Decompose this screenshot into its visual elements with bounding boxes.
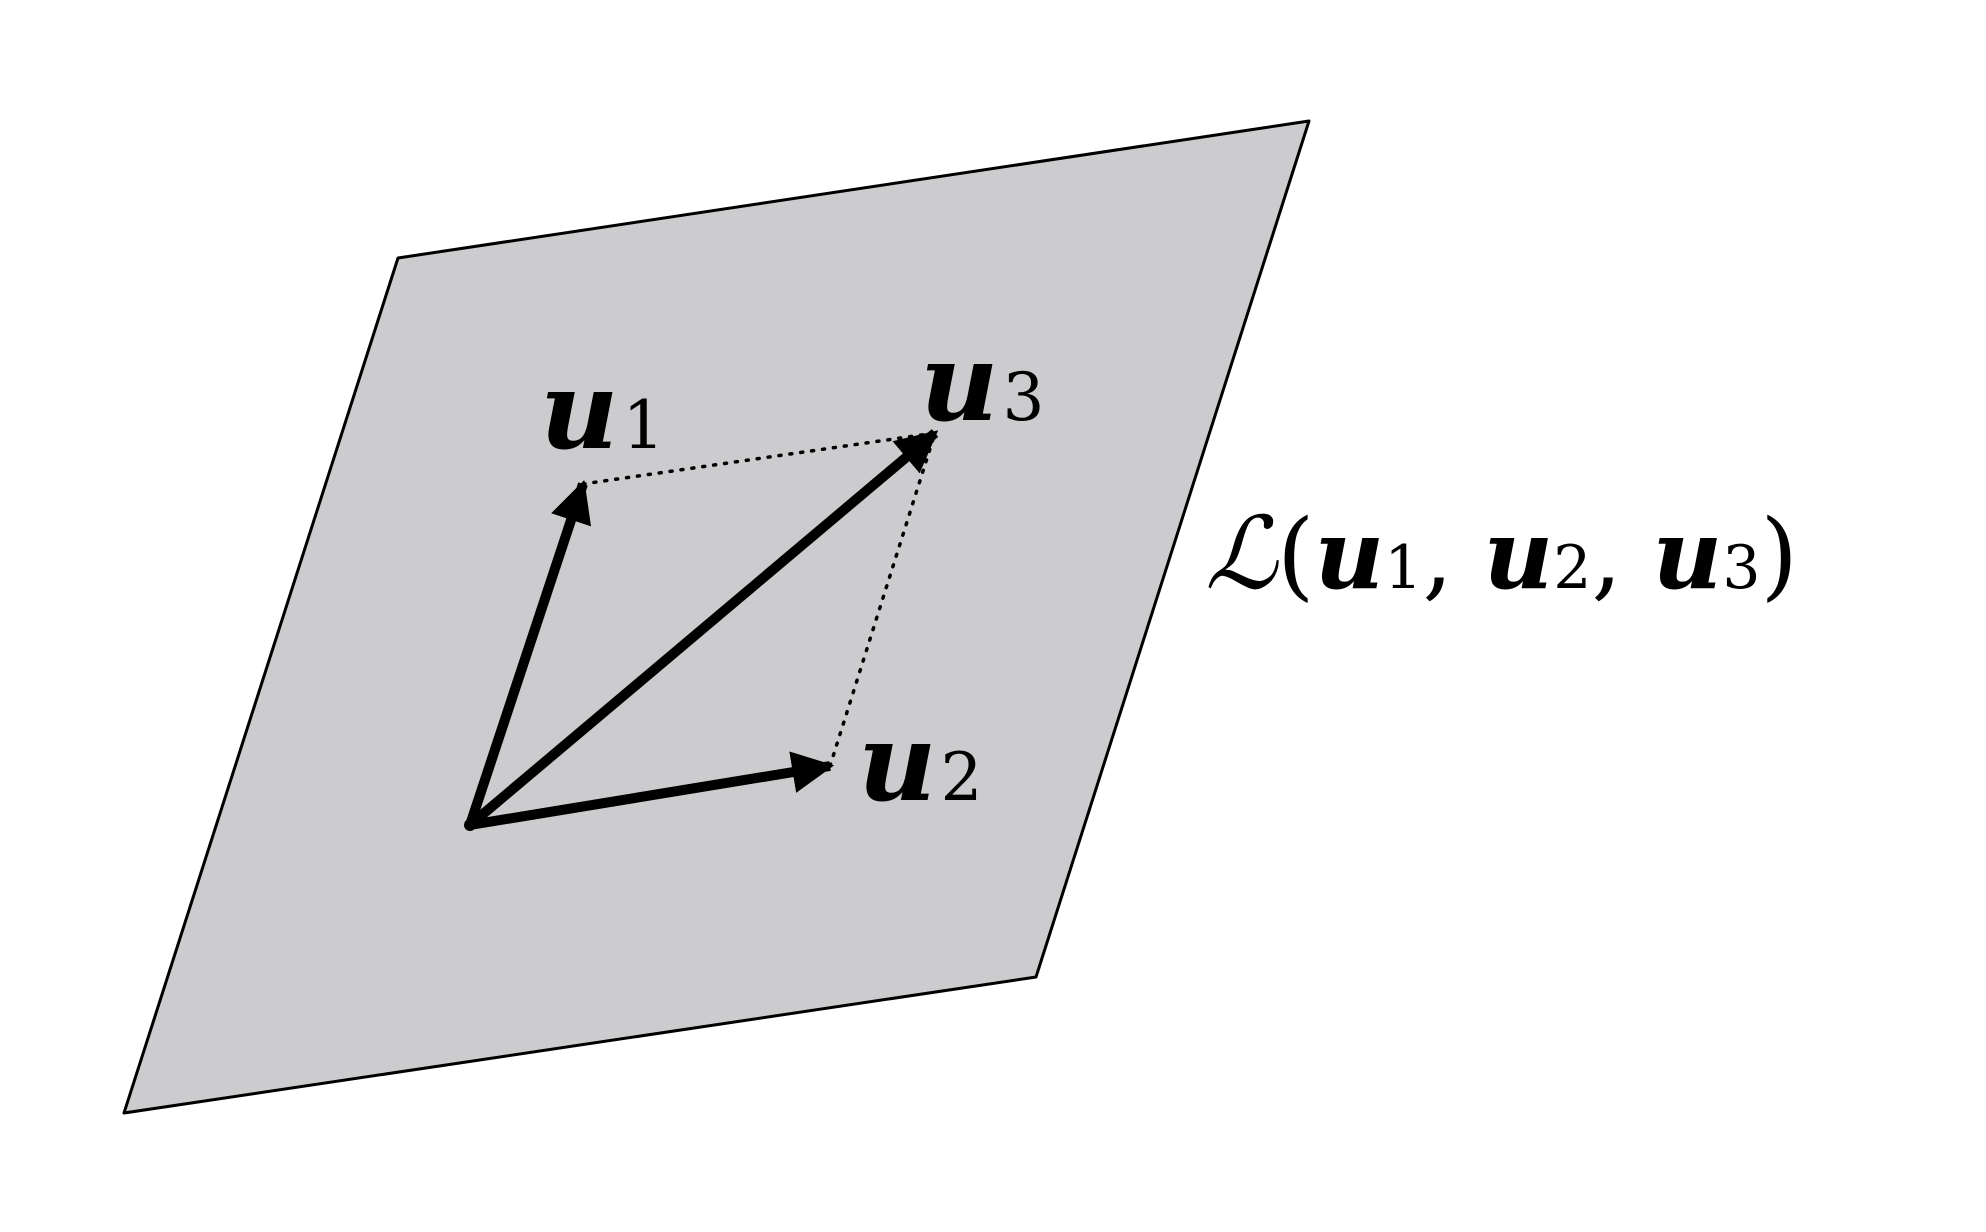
label-u3: u3: [920, 320, 1045, 446]
vector-u3-arrow: [466, 429, 939, 829]
vector-u1-arrow: [465, 480, 592, 827]
label-u1: u1: [540, 348, 665, 474]
label-u2: u2: [858, 700, 983, 826]
vector-u2-arrow: [469, 751, 835, 830]
span-label: ℒ(u1, u2, u3): [1205, 495, 1798, 612]
dotted-line-u1-u3: [581, 431, 937, 486]
dotted-line-u2-u3: [828, 431, 937, 768]
origin-point: [464, 819, 476, 831]
